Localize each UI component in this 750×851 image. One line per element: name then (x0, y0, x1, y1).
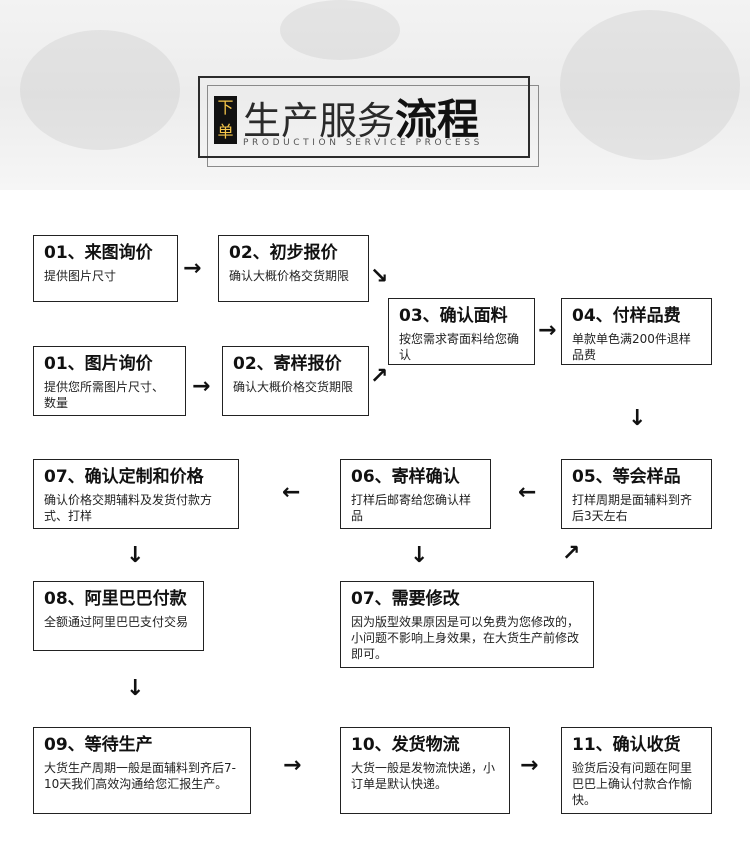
step-title: 02、寄样报价 (233, 354, 342, 374)
step-desc: 全额通过阿里巴巴支付交易 (44, 615, 189, 629)
step-title: 10、发货物流 (351, 735, 460, 755)
step-desc: 大货一般是发物流快递，小订单是默认快递。 (351, 761, 496, 791)
arrow-down-icon: ↓ (628, 406, 647, 431)
title-light: 生产服务 (243, 99, 396, 143)
step-desc: 打样后邮寄给您确认样品 (351, 493, 472, 523)
arrow-left-icon: ← (282, 480, 301, 505)
page-title: 生产服务流程 (243, 86, 479, 147)
step-title: 06、寄样确认 (351, 467, 460, 487)
arrow-right-icon: → (538, 318, 557, 343)
step-box: 11、确认收货 验货后没有问题在阿里巴巴上确认付款合作愉快。 (561, 727, 712, 814)
background-blot (20, 30, 180, 150)
step-box: 02、寄样报价 确认大概价格交货期限 (222, 346, 369, 416)
arrow-down-icon: ↓ (126, 543, 145, 568)
step-box: 01、图片询价 提供您所需图片尺寸、数量 (33, 346, 186, 416)
step-desc: 提供您所需图片尺寸、数量 (44, 380, 165, 410)
step-box: 08、阿里巴巴付款 全额通过阿里巴巴支付交易 (33, 581, 204, 651)
arrow-down-icon: ↓ (126, 676, 145, 701)
page-subtitle: PRODUCTION SERVICE PROCESS (243, 138, 483, 148)
arrow-up-right-icon: ↗ (562, 541, 581, 566)
step-box: 01、来图询价 提供图片尺寸 (33, 235, 178, 302)
order-tag: 下单 (214, 96, 237, 144)
step-box: 09、等待生产 大货生产周期一般是面辅料到齐后7-10天我们高效沟通给您汇报生产… (33, 727, 251, 814)
step-box: 05、等会样品 打样周期是面辅料到齐后3天左右 (561, 459, 712, 529)
step-title: 03、确认面料 (399, 306, 508, 326)
arrow-up-right-icon: ↗ (370, 364, 389, 389)
step-title: 07、确认定制和价格 (44, 467, 204, 487)
step-title: 11、确认收货 (572, 735, 681, 755)
step-desc: 因为版型效果原因是可以免费为您修改的，小问题不影响上身效果，在大货生产前修改即可… (351, 615, 580, 661)
step-box: 06、寄样确认 打样后邮寄给您确认样品 (340, 459, 491, 529)
arrow-down-right-icon: ↘ (370, 264, 389, 289)
step-box: 10、发货物流 大货一般是发物流快递，小订单是默认快递。 (340, 727, 510, 814)
step-box: 03、确认面料 按您需求寄面料给您确认 (388, 298, 535, 365)
arrow-right-icon: → (520, 753, 539, 778)
step-title: 07、需要修改 (351, 589, 460, 609)
step-title: 09、等待生产 (44, 735, 153, 755)
step-box: 02、初步报价 确认大概价格交货期限 (218, 235, 369, 302)
step-title: 04、付样品费 (572, 306, 681, 326)
step-title: 05、等会样品 (572, 467, 681, 487)
step-box: 07、确认定制和价格 确认价格交期辅料及发货付款方式、打样 (33, 459, 239, 529)
step-desc: 大货生产周期一般是面辅料到齐后7-10天我们高效沟通给您汇报生产。 (44, 761, 236, 791)
step-desc: 按您需求寄面料给您确认 (399, 332, 520, 362)
background-blot (560, 10, 740, 160)
step-box: 07、需要修改 因为版型效果原因是可以免费为您修改的，小问题不影响上身效果，在大… (340, 581, 594, 668)
step-title: 02、初步报价 (229, 243, 338, 263)
step-desc: 确认大概价格交货期限 (229, 269, 350, 283)
header-banner (0, 0, 750, 190)
step-desc: 确认大概价格交货期限 (233, 380, 354, 394)
step-desc: 单款单色满200件退样品费 (572, 332, 691, 362)
step-box: 04、付样品费 单款单色满200件退样品费 (561, 298, 712, 365)
step-desc: 提供图片尺寸 (44, 269, 117, 283)
step-desc: 验货后没有问题在阿里巴巴上确认付款合作愉快。 (572, 761, 693, 807)
title-bold: 流程 (395, 95, 480, 144)
arrow-down-icon: ↓ (410, 543, 429, 568)
step-title: 01、来图询价 (44, 243, 153, 263)
arrow-right-icon: → (183, 256, 202, 281)
step-title: 01、图片询价 (44, 354, 153, 374)
step-title: 08、阿里巴巴付款 (44, 589, 187, 609)
step-desc: 确认价格交期辅料及发货付款方式、打样 (44, 493, 213, 523)
arrow-right-icon: → (192, 374, 211, 399)
arrow-right-icon: → (283, 753, 302, 778)
background-blot (280, 0, 400, 60)
arrow-left-icon: ← (518, 480, 537, 505)
step-desc: 打样周期是面辅料到齐后3天左右 (572, 493, 693, 523)
title-frame-shadow (207, 85, 539, 167)
title-frame (198, 76, 530, 158)
